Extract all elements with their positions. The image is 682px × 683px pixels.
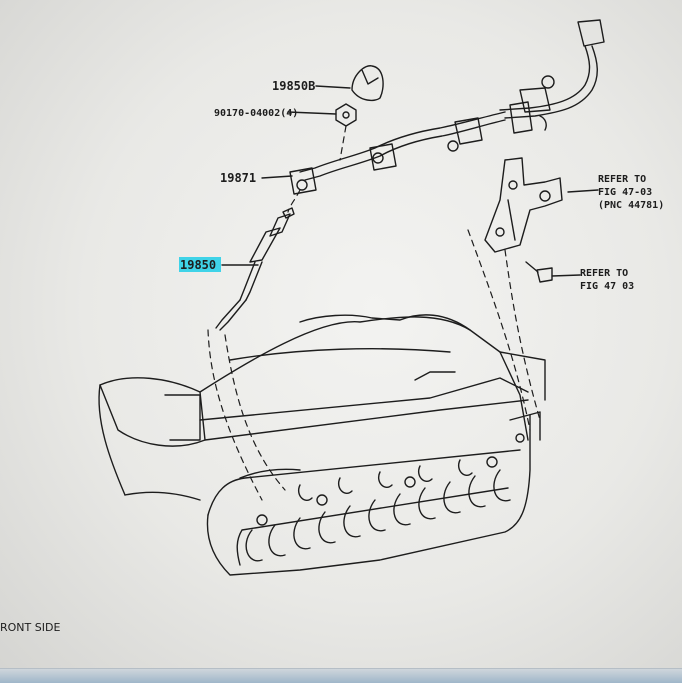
ref-label-2-line1: REFER TO <box>580 268 628 279</box>
bracket-bolt <box>525 261 553 283</box>
callout-19871: 19871 <box>220 171 256 185</box>
nut-drawing <box>335 103 357 127</box>
glow-plug-drawing <box>215 207 295 331</box>
cap-drawing <box>351 65 384 102</box>
ref-label-2-line2: FIG 47 03 <box>580 281 634 292</box>
leader-lines <box>221 85 599 277</box>
callout-19850[interactable]: 19850 <box>180 258 216 272</box>
callout-19850b: 19850B <box>272 79 315 93</box>
harness-bracket <box>484 157 563 253</box>
cylinder-bores <box>245 433 525 562</box>
ref-label-1-line3: (PNC 44781) <box>598 200 664 211</box>
engine-block-drawing <box>98 314 546 576</box>
front-side-label: RONT SIDE <box>0 621 60 634</box>
wiring-harness <box>289 19 605 195</box>
window-bottom-bar <box>0 668 682 683</box>
callout-90170: 90170-04002(4) <box>214 108 298 119</box>
dashed-guide-lines <box>207 125 541 501</box>
ref-label-1-line1: REFER TO <box>598 174 646 185</box>
callout-19850-highlight <box>179 257 221 272</box>
ref-label-1-line2: FIG 47-03 <box>598 187 652 198</box>
